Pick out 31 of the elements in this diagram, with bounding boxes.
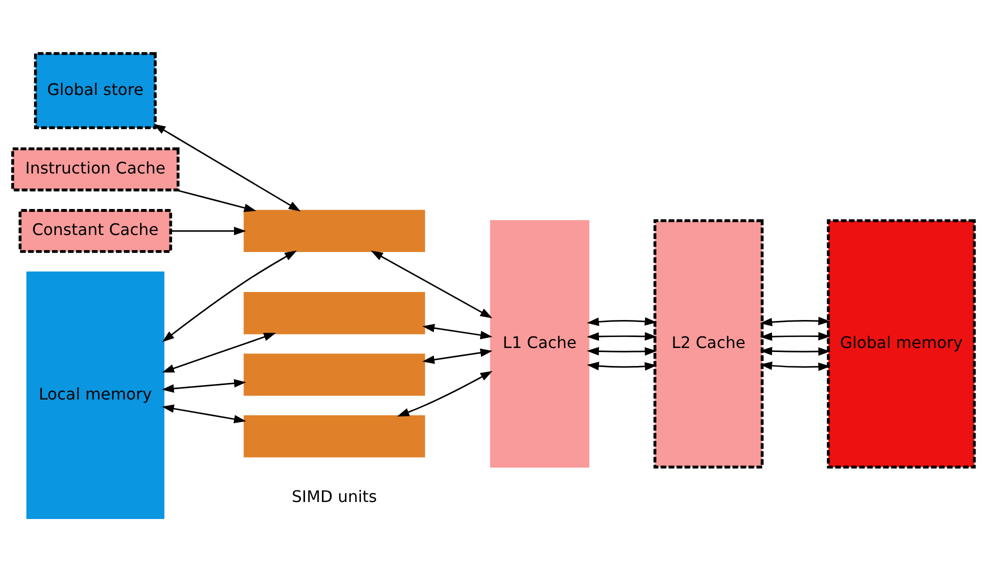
arrow bbox=[162, 250, 297, 342]
arrow bbox=[175, 188, 256, 212]
arrow bbox=[370, 250, 492, 318]
arrow bbox=[422, 348, 492, 364]
arrow bbox=[162, 378, 246, 392]
arrow bbox=[760, 332, 830, 340]
node-box: Global store bbox=[34, 52, 157, 129]
arrow bbox=[760, 316, 830, 326]
arrow bbox=[170, 226, 246, 235]
arrow bbox=[153, 124, 301, 211]
node-box: L1 Cache bbox=[490, 220, 590, 468]
arrow bbox=[397, 370, 493, 416]
node-box: Constant Cache bbox=[18, 208, 172, 252]
arrow bbox=[162, 332, 276, 372]
arrow bbox=[586, 332, 657, 340]
arrow bbox=[586, 346, 657, 356]
arrow bbox=[760, 346, 830, 356]
arrow bbox=[422, 323, 492, 339]
node-box bbox=[244, 353, 426, 396]
node-box: Instruction Cache bbox=[11, 146, 180, 191]
node-box: Local memory bbox=[26, 270, 164, 518]
node-box bbox=[244, 414, 426, 457]
node-box bbox=[244, 292, 426, 334]
node-box: Global memory bbox=[826, 218, 976, 468]
arrow bbox=[586, 316, 657, 326]
label: SIMD units bbox=[292, 486, 377, 506]
arrow bbox=[760, 361, 830, 371]
node-box: L2 Cache bbox=[654, 218, 764, 468]
arrow bbox=[586, 361, 657, 370]
node-box bbox=[244, 209, 426, 252]
arrow bbox=[162, 404, 246, 423]
